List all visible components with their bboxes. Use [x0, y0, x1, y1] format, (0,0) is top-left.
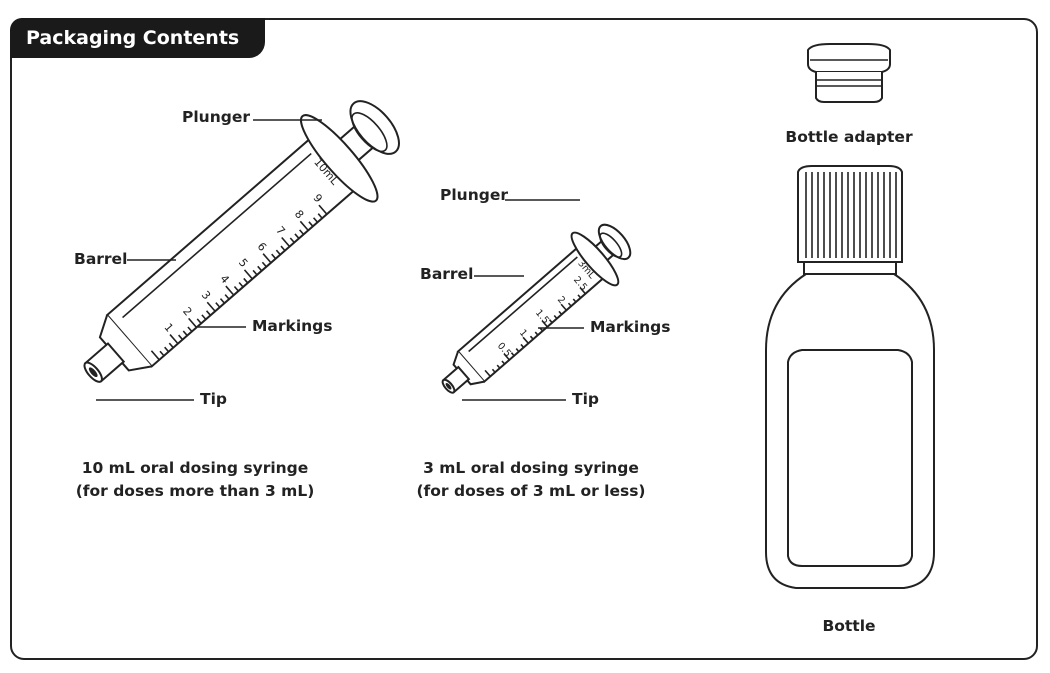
scale-tick	[577, 294, 582, 299]
scale-tick	[299, 220, 309, 231]
scale-tick	[308, 221, 314, 227]
scale-tick	[294, 233, 300, 239]
barrel-label-large: Barrel	[74, 250, 127, 268]
scale-tick	[579, 287, 587, 295]
scale-tick	[491, 368, 496, 373]
scale-tick	[182, 330, 188, 337]
scale-tick	[553, 314, 558, 320]
scale-tick	[206, 301, 216, 312]
scale-tick	[238, 281, 244, 288]
scale-tick	[243, 277, 249, 284]
scale-tick	[520, 343, 525, 348]
markings-label-large: Markings	[252, 317, 333, 335]
bottle: Bottle	[765, 165, 935, 635]
scale-tick	[281, 236, 291, 248]
scale-tick	[150, 350, 160, 361]
scale-ticks-small	[484, 287, 587, 377]
caption-small-line1: 3 mL oral dosing syringe	[423, 459, 639, 477]
scale-tick	[168, 342, 174, 349]
scale-tick	[510, 352, 515, 357]
bottle-adapter: Bottle adapter	[785, 43, 913, 146]
scale-tick	[560, 303, 567, 311]
scale-tick	[261, 261, 267, 268]
flange-small	[570, 231, 620, 287]
scale-number: 1	[517, 327, 529, 339]
scale-tick	[252, 269, 258, 276]
tip-label-large: Tip	[200, 390, 227, 408]
panel-frame	[10, 18, 1038, 660]
bottle-label-area	[787, 349, 913, 567]
plunger-label-large: Plunger	[182, 108, 250, 126]
scale-tick	[529, 335, 534, 340]
caption-large-line2: (for doses more than 3 mL)	[76, 482, 315, 500]
scale-tick	[572, 298, 577, 303]
scale-tick	[558, 310, 563, 315]
scale-tick	[299, 229, 305, 235]
bottle-adapter-label: Bottle adapter	[785, 128, 913, 146]
scale-tick	[164, 346, 170, 353]
scale-tick	[522, 336, 529, 344]
scale-tick	[503, 353, 510, 361]
scale-tick	[159, 350, 165, 357]
scale-tick	[567, 302, 572, 307]
scale-tick	[541, 320, 548, 328]
scale-tick	[196, 318, 202, 324]
plunger-head-small	[597, 223, 632, 261]
scale-tick	[257, 265, 263, 272]
plunger-label-small: Plunger	[440, 186, 508, 204]
scale-tick	[187, 326, 193, 333]
tip-label-small: Tip	[572, 390, 599, 408]
bottle-cap	[797, 165, 903, 263]
scale-tick	[201, 314, 207, 320]
scale-tick	[188, 317, 198, 328]
scale-tick	[501, 360, 506, 365]
scale-tick	[317, 213, 323, 219]
scale-tick	[484, 369, 491, 377]
scale-tick	[169, 334, 179, 345]
scale-tick	[548, 319, 553, 324]
panel-title: Packaging Contents	[10, 18, 266, 58]
scale-tick	[215, 302, 221, 308]
scale-number: 2	[555, 294, 567, 306]
scale-tick	[515, 348, 520, 353]
scale-tick	[275, 249, 281, 256]
scale-tick	[312, 217, 319, 223]
syringe-3ml: 0.511.522.5 3mL Plunger Barrel Markings …	[416, 186, 670, 500]
markings-label-small: Markings	[590, 318, 671, 336]
scale-ticks-large	[150, 204, 328, 361]
scale-tick	[318, 204, 328, 215]
scale-tick	[233, 285, 240, 292]
scale-tick	[271, 253, 277, 260]
flange-large	[300, 114, 379, 203]
scale-tick	[262, 253, 272, 264]
scale-tick	[224, 294, 230, 300]
scale-tick	[205, 310, 212, 316]
scale-tick	[280, 245, 286, 252]
scale-tick	[219, 298, 226, 304]
scale-tick	[178, 334, 184, 341]
scale-tick	[289, 237, 295, 244]
bottle-label: Bottle	[822, 617, 875, 635]
scale-tick	[534, 331, 539, 336]
scale-tick	[225, 285, 235, 296]
scale-tick	[496, 364, 501, 369]
scale-tick	[243, 269, 253, 280]
barrel-label-small: Barrel	[420, 265, 473, 283]
caption-large-line1: 10 mL oral dosing syringe	[82, 459, 309, 477]
caption-small-line2: (for doses of 3 mL or less)	[416, 482, 645, 500]
